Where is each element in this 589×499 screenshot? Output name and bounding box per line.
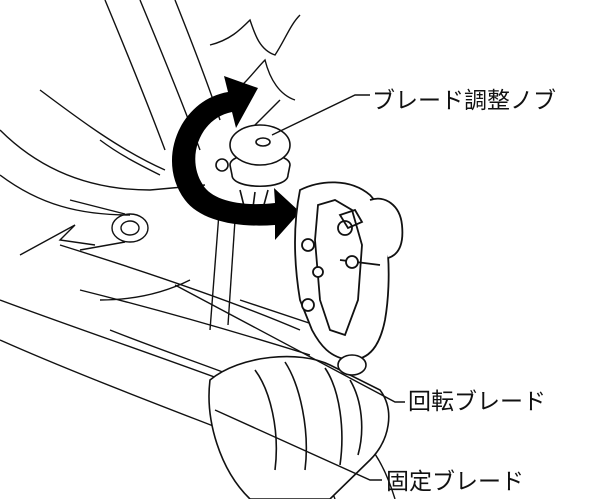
rotating-blade-label: 回転ブレード [408,389,546,415]
leader-fixed-blade [214,409,382,481]
fixed-blade-label: 固定ブレード [386,469,524,495]
handle-grip [208,354,390,499]
leader-rotating-blade [174,284,405,403]
curved-double-arrow-icon [171,76,300,240]
blade-adjust-knob-label: ブレード調整ノブ [372,88,556,114]
guard-plate [294,181,404,361]
rotating-blade-shape [0,89,206,301]
leader-knob [271,94,370,136]
leader-lines [174,94,405,481]
blade-adjust-knob [215,124,291,216]
